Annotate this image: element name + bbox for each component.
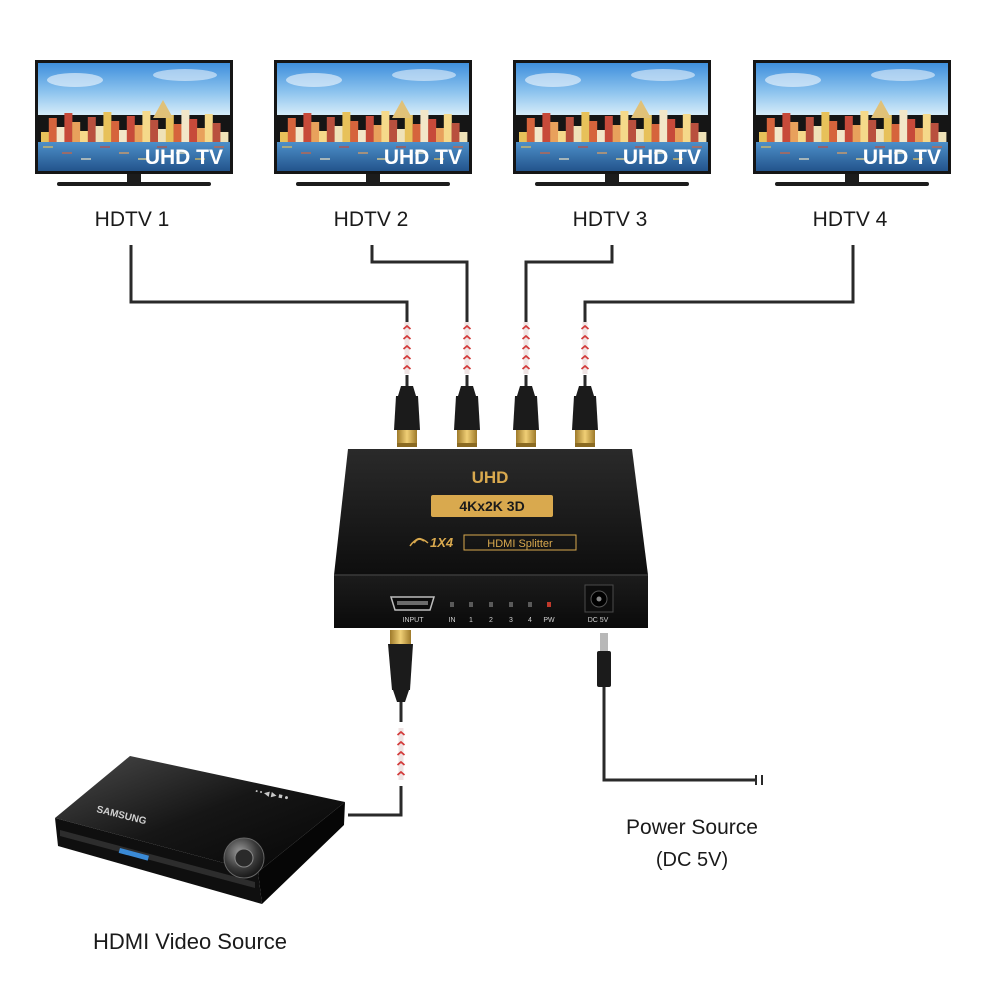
power-sublabel: (DC 5V)	[656, 849, 728, 871]
led-label: 2	[489, 617, 493, 624]
hdmi-splitter: UHD 4Kx2K 3D 1X4 HDMI Splitter INPUT IN 1…	[334, 449, 648, 628]
tv-screen-text: UHD TV	[863, 146, 941, 169]
splitter-model: 1X4 HDMI Splitter	[409, 534, 577, 551]
blu-ray-player-icon: SAMSUNG ▪ ▪ ◀ ▶ ■ ●	[55, 756, 345, 904]
hdmi-plug-icon	[454, 375, 480, 447]
led-label: 1	[469, 617, 473, 624]
tv-icon	[513, 60, 711, 186]
cable-hdtv-1	[129, 245, 409, 322]
tv-screen-text: UHD TV	[145, 146, 223, 169]
dc-plug-icon	[600, 633, 608, 651]
cable-hdtv-3	[524, 245, 614, 322]
splitter-brand: UHD	[472, 468, 509, 487]
led-in: IN	[449, 602, 456, 624]
led-4: 4	[528, 602, 532, 624]
tv-icon	[35, 60, 233, 186]
signal-arrows	[396, 322, 590, 780]
hdmi-plug-icon	[513, 375, 539, 447]
tv-4: UHD TV HDTV 4	[753, 60, 951, 231]
tv-screen-text: UHD TV	[623, 146, 701, 169]
led-2: 2	[489, 602, 493, 624]
signal-arrow-icon	[396, 728, 406, 780]
hdmi-input-port	[389, 596, 436, 611]
led-label: 3	[509, 617, 513, 624]
output-cables	[129, 245, 855, 322]
source-label: HDMI Video Source	[93, 929, 287, 954]
splitter-model-prefix: 1X4	[430, 535, 454, 550]
splitter-badge-bg	[431, 495, 553, 517]
tv-label: HDTV 4	[813, 208, 888, 231]
splitter-badge: 4Kx2K 3D	[459, 498, 524, 514]
power-cable	[597, 633, 763, 785]
input-cable	[348, 630, 413, 817]
output-plugs	[394, 375, 598, 447]
tv-1: UHD TV HDTV 1	[35, 60, 233, 231]
hdmi-plug-icon	[572, 375, 598, 447]
tv-icon	[753, 60, 951, 186]
led-label: PW	[543, 617, 555, 624]
led-1: 1	[469, 602, 473, 624]
cable-hdtv-4	[583, 245, 855, 322]
power-label: Power Source	[626, 816, 758, 839]
status-leds: IN 1 2 3 4 PW	[449, 602, 555, 624]
input-label: INPUT	[403, 617, 425, 624]
dc-label: DC 5V	[588, 617, 609, 624]
led-3: 3	[509, 602, 513, 624]
signal-arrow-icon	[462, 322, 472, 374]
hdmi-plug-icon	[390, 630, 411, 644]
tv-2: UHD TV HDTV 2	[274, 60, 472, 231]
splitter-front	[334, 575, 648, 628]
signal-arrow-icon	[521, 322, 531, 374]
signal-arrow-icon	[580, 322, 590, 374]
led-pw: PW	[543, 602, 555, 624]
tv-icon	[274, 60, 472, 186]
splitter-model: HDMI Splitter	[487, 538, 553, 550]
tv-label: HDTV 1	[95, 208, 170, 231]
led-label: IN	[449, 617, 456, 624]
tv-screen-text: UHD TV	[384, 146, 462, 169]
hdmi-plug-icon	[394, 375, 420, 447]
tv-3: UHD TV HDTV 3	[513, 60, 711, 231]
tv-label: HDTV 2	[334, 208, 409, 231]
cable-hdtv-2	[370, 245, 469, 322]
signal-arrow-icon	[402, 322, 412, 374]
tv-label: HDTV 3	[573, 208, 648, 231]
led-label: 4	[528, 617, 532, 624]
